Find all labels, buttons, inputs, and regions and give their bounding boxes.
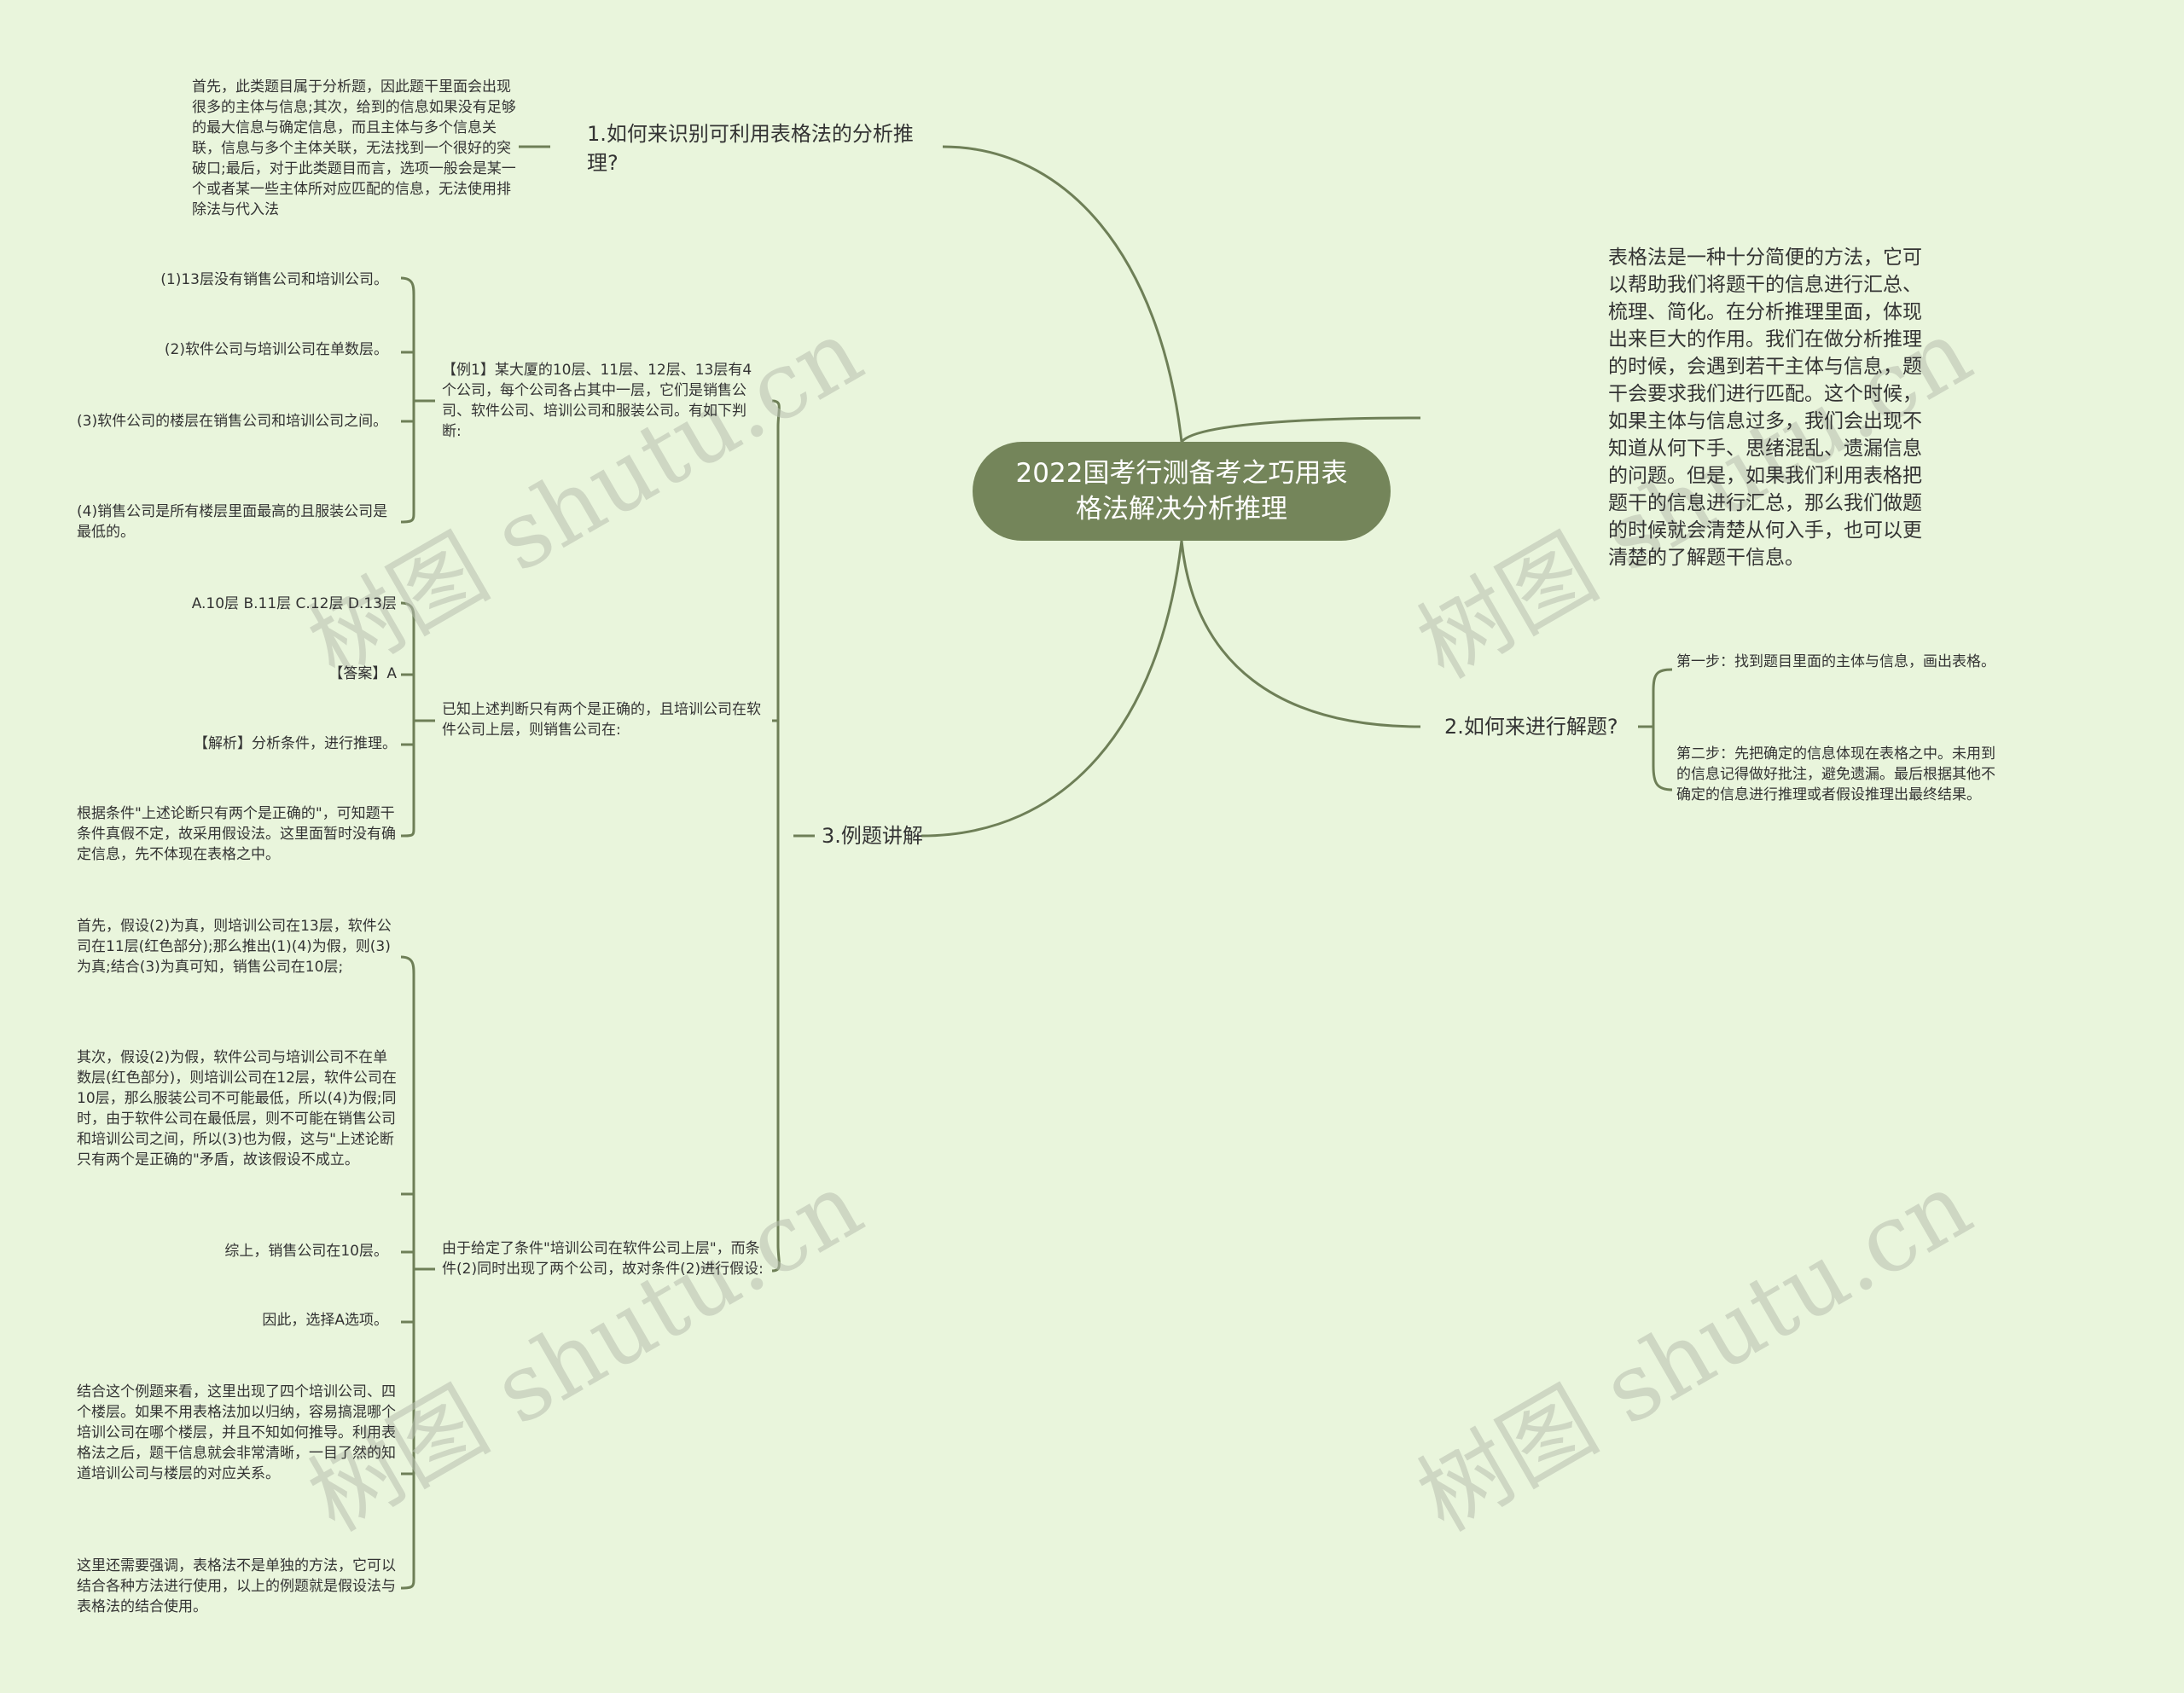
q2-step-2[interactable]: 第二步：先把确定的信息体现在表格之中。未用到的信息记得做好批注，避免遗漏。最后根… [1676, 745, 1995, 803]
example-item-2[interactable]: (2)软件公司与培训公司在单数层。 [164, 341, 388, 358]
root-title: 2022国考行测备考之巧用表格法解决分析推理 [1015, 458, 1348, 525]
example-item-4[interactable]: (4)销售公司是所有楼层里面最高的且服装公司是最低的。 [77, 503, 388, 541]
assume-item-3[interactable]: 综上，销售公司在10层。 [224, 1243, 388, 1260]
assume-item-1[interactable]: 首先，假设(2)为真，则培训公司在13层，软件公司在11层(红色部分);那么推出… [77, 918, 392, 976]
assume-item-4[interactable]: 因此，选择A选项。 [262, 1312, 388, 1329]
example-item-3[interactable]: (3)软件公司的楼层在销售公司和培训公司之间。 [77, 413, 388, 430]
link-root-q3 [921, 540, 1183, 838]
assume-item-2[interactable]: 其次，假设(2)为假，软件公司与培训公司不在单数层(红色部分)，则培训公司在12… [77, 1049, 397, 1168]
known-item-1[interactable]: A.10层 B.11层 C.12层 D.13层 [191, 595, 397, 612]
bracket-example [400, 276, 435, 524]
known-item-2[interactable]: 【答案】A [328, 665, 397, 682]
q2-node[interactable]: 2.如何来进行解题? [1444, 715, 1618, 739]
bracket-assume [400, 955, 435, 1590]
assume-node[interactable]: 由于给定了条件"培训公司在软件公司上层"，而条件(2)同时出现了两个公司，故对条… [442, 1240, 764, 1278]
link-root-description [1180, 416, 1421, 444]
example-node[interactable]: 【例1】某大厦的10层、11层、12层、13层有4个公司，每个公司各占其中一层，… [442, 362, 752, 440]
root-topic[interactable]: 2022国考行测备考之巧用表格法解决分析推理 [973, 442, 1391, 541]
q3-node[interactable]: 3.例题讲解 [822, 824, 923, 848]
example-item-1[interactable]: (1)13层没有销售公司和培训公司。 [160, 271, 388, 288]
bracket-known [400, 601, 435, 838]
description-node[interactable]: 表格法是一种十分简便的方法，它可以帮助我们将题干的信息进行汇总、梳理、简化。在分… [1608, 246, 1922, 569]
assume-item-6[interactable]: 这里还需要强调，表格法不是单独的方法，它可以结合各种方法进行使用，以上的例题就是… [77, 1557, 396, 1615]
known-node[interactable]: 已知上述判断只有两个是正确的，且培训公司在软件公司上层，则销售公司在: [442, 701, 761, 739]
bracket-q3 [771, 399, 815, 1273]
q2-step-1[interactable]: 第一步：找到题目里面的主体与信息，画出表格。 [1676, 653, 1995, 670]
link-root-q1 [942, 145, 1183, 443]
q1-note[interactable]: 首先，此类题目属于分析题，因此题干里面会出现很多的主体与信息;其次，给到的信息如… [192, 78, 516, 218]
link-root-q2 [1180, 540, 1421, 728]
known-item-3[interactable]: 【解析】分析条件，进行推理。 [194, 735, 397, 752]
bracket-q2 [1638, 668, 1673, 791]
assume-item-5[interactable]: 结合这个例题来看，这里出现了四个培训公司、四个楼层。如果不用表格法加以归纳，容易… [77, 1383, 396, 1482]
q1-node[interactable]: 1.如何来识别可利用表格法的分析推理? [587, 122, 914, 175]
known-item-4[interactable]: 根据条件"上述论断只有两个是正确的"，可知题干条件真假不定，故采用假设法。这里面… [77, 805, 396, 863]
